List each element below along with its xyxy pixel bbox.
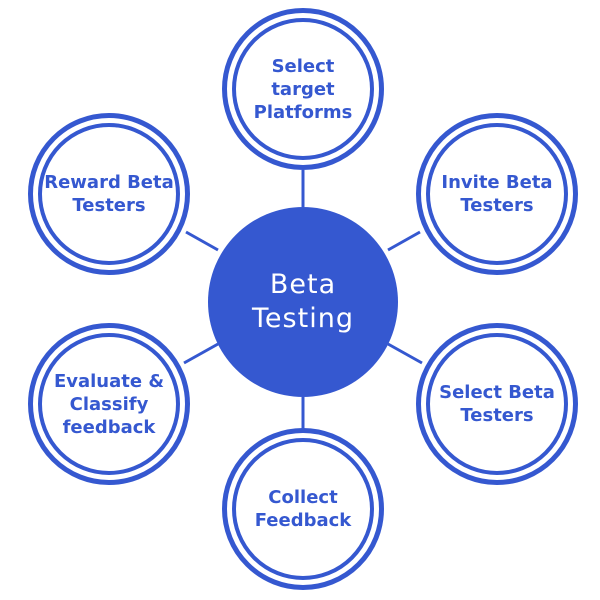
node-invite-beta-testers: Invite Beta Testers	[416, 113, 578, 275]
node-collect-feedback: Collect Feedback	[222, 428, 384, 590]
node-inner-ring: Invite Beta Testers	[426, 123, 568, 265]
node-label: Select target Platforms	[253, 55, 353, 123]
node-label: Invite Beta Testers	[441, 172, 553, 216]
node-inner-ring: Collect Feedback	[232, 438, 374, 580]
node-inner-ring: Evaluate & Classify feedback	[38, 333, 180, 475]
node-label: Select Beta Testers	[439, 382, 555, 426]
node-inner-ring: Reward Beta Testers	[38, 123, 180, 265]
node-select-beta-testers: Select Beta Testers	[416, 323, 578, 485]
node-label: Evaluate & Classify feedback	[53, 370, 165, 438]
node-inner-ring: Select target Platforms	[232, 18, 374, 160]
hub-circle: Beta Testing	[208, 207, 398, 397]
node-evaluate-classify-feedback: Evaluate & Classify feedback	[28, 323, 190, 485]
node-select-target-platforms: Select target Platforms	[222, 8, 384, 170]
connector-top-right	[387, 230, 421, 252]
hub-label: Beta Testing	[252, 269, 354, 334]
connector-bottom-right	[387, 342, 423, 365]
node-label: Reward Beta Testers	[44, 172, 174, 216]
node-inner-ring: Select Beta Testers	[426, 333, 568, 475]
node-label: Collect Feedback	[254, 487, 352, 531]
node-reward-beta-testers: Reward Beta Testers	[28, 113, 190, 275]
connector-top-left	[185, 230, 219, 252]
connector-bottom-left	[183, 342, 219, 365]
